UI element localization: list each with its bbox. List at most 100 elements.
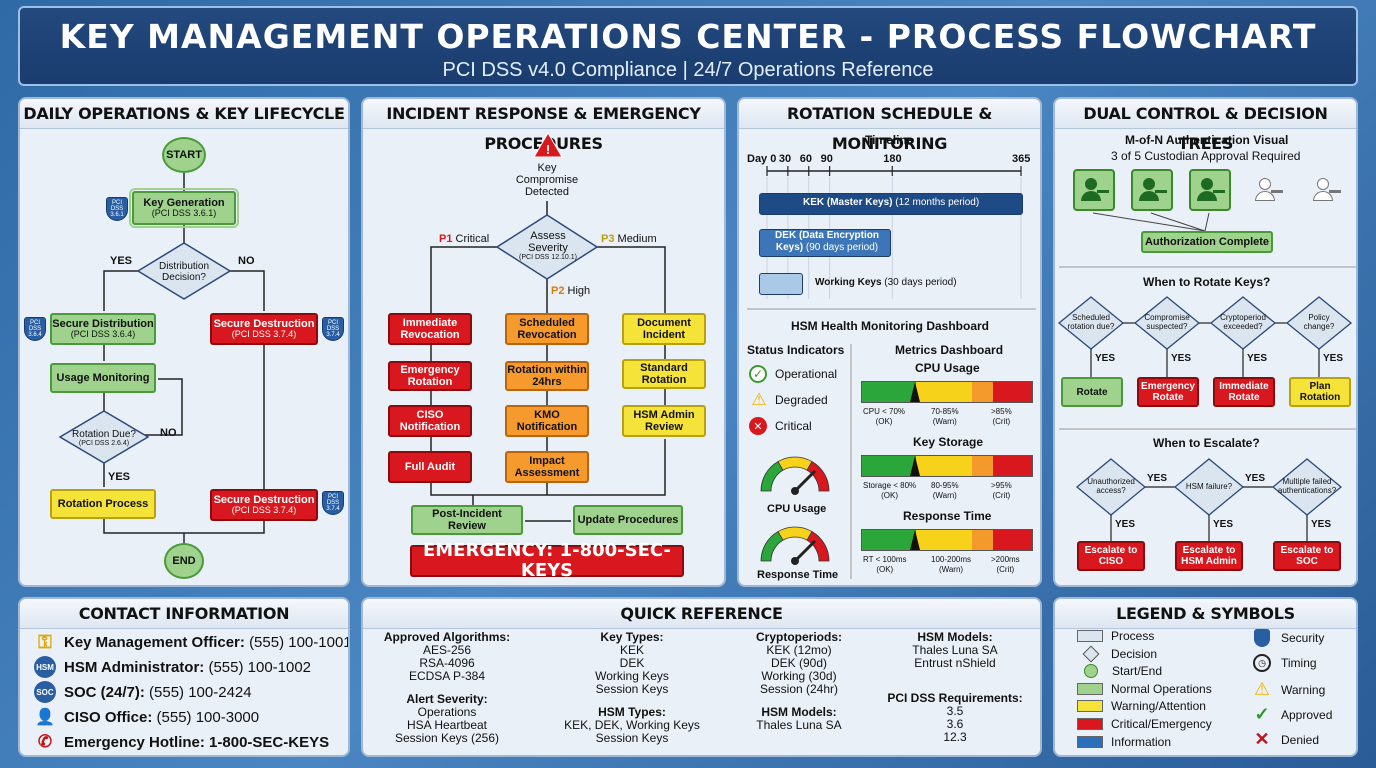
- legend-panel-title: LEGEND & SYMBOLS: [1055, 599, 1356, 629]
- escalate-across-yes-1: YES: [1245, 473, 1266, 484]
- check-icon: ✓: [1254, 704, 1270, 724]
- status-critical: ✕ Critical: [749, 417, 812, 435]
- metric-label-2-2: >200ms(Crit): [991, 555, 1020, 575]
- contact-value[interactable]: 1-800-SEC-KEYS: [209, 733, 330, 751]
- custodian-approved: [1131, 169, 1173, 211]
- shield-icon: PCI DSS 3.7.4: [322, 491, 344, 515]
- qr-c4b-header: PCI DSS Requirements:: [887, 691, 1023, 705]
- contact-value[interactable]: (555) 100-2424: [149, 683, 252, 701]
- qr-c2b-1: Session Keys: [595, 731, 669, 745]
- auth-connector: [1092, 212, 1206, 232]
- custodian-pending: [1305, 169, 1347, 211]
- legend-label: Critical/Emergency: [1111, 717, 1212, 731]
- metric-label-1-0: Storage < 80%(OK): [863, 481, 916, 501]
- qr-c4b-0: 3.5: [946, 704, 964, 718]
- legend-label: Start/End: [1112, 664, 1163, 679]
- update-procedures-box: Update Procedures: [573, 505, 683, 535]
- contact-value[interactable]: (555) 100-3000: [156, 708, 260, 726]
- rotate-yes-1: YES: [1171, 353, 1192, 364]
- distribution-decision-label: Distribution Decision?: [158, 261, 210, 283]
- rt-gauge-label: Response Time: [757, 569, 839, 581]
- contact-value[interactable]: (555) 100-1002: [208, 658, 312, 676]
- p3-medium-label: P3 Medium: [601, 233, 657, 245]
- status-critical-label: Critical: [775, 419, 812, 433]
- contact-panel: CONTACT INFORMATION ⚿Key Management Offi…: [18, 597, 350, 757]
- person-head: [1317, 178, 1329, 190]
- soc-icon: SOC: [34, 681, 56, 703]
- rotation-bar-label-1: DEK (Data Encryption Keys) (90 days peri…: [765, 230, 889, 254]
- p3-tag: P3: [601, 233, 615, 245]
- distribution-decision-diamond: [136, 242, 232, 300]
- legend-swatch: [1077, 700, 1103, 713]
- status-degraded: ⚠ Degraded: [749, 390, 827, 409]
- qr-c3b-0: Thales Luna SA: [756, 718, 842, 732]
- legend-symbol-label: Security: [1281, 631, 1325, 645]
- metric-label-0-2: >85%(Crit): [991, 407, 1012, 427]
- rotate-action-3: Plan Rotation: [1289, 377, 1351, 407]
- contact-label: CISO Office:: [64, 708, 153, 726]
- qr-c1b-0: Operations: [417, 705, 477, 719]
- escalate-action-1: Escalate to HSM Admin: [1175, 541, 1243, 571]
- assess-severity-diamond: [495, 214, 599, 280]
- x-icon: ✕: [1254, 729, 1270, 749]
- gauge-segment: [760, 531, 784, 562]
- metric-bar-1: [861, 455, 1033, 477]
- check-icon: ✓: [749, 365, 767, 383]
- metric-segment: [993, 456, 1032, 476]
- metric-label-0-1: 70-85%(Warn): [931, 407, 959, 427]
- contact-value[interactable]: (555) 100-1001: [249, 633, 350, 651]
- scheduled-revocation-box: Scheduled Revocation: [505, 313, 589, 345]
- metric-range: 80-95%: [931, 481, 959, 490]
- rotate-title: When to Rotate Keys?: [1143, 275, 1271, 289]
- rotation-decision-diamond: [58, 410, 150, 464]
- escalate-title: When to Escalate?: [1153, 436, 1260, 450]
- custodian-approved: [1073, 169, 1115, 211]
- person-key-icon: [1079, 176, 1109, 204]
- legend-label: Decision: [1111, 646, 1158, 661]
- p1-critical-label: P1 Critical: [439, 233, 489, 245]
- gauge-needle: [793, 539, 817, 563]
- metric-title-2: Response Time: [903, 509, 992, 523]
- qr-c1-0: AES-256: [422, 643, 472, 657]
- standard-rotation-box: Standard Rotation: [622, 359, 706, 389]
- dual-panel-title: DUAL CONTROL & DECISION TREES: [1055, 99, 1356, 153]
- legend-symbol: ⚠Warning: [1251, 679, 1325, 700]
- key-shaft: [1329, 190, 1341, 193]
- assess-severity-box: Assess Severity (PCI DSS 12.10.1): [511, 229, 585, 263]
- qr-hsm-models: HSM Models: Thales Luna SA Entrust nShie…: [875, 631, 1035, 744]
- shield-icon: PCI DSS 3.7.4: [322, 317, 344, 341]
- qr-c2-2: Working Keys: [595, 669, 669, 683]
- shield-icon: [1251, 629, 1273, 647]
- legend-symbol-label: Denied: [1281, 732, 1320, 747]
- rotation-bar-name-1: DEK (Data Encryption Keys): [775, 230, 879, 253]
- legend-item: Start/End: [1077, 664, 1163, 679]
- no-label: NO: [238, 255, 255, 267]
- qr-c3-3: Session (24hr): [759, 682, 839, 696]
- metric-range: >85%: [991, 407, 1012, 416]
- timeline-tick-label: 90: [820, 153, 833, 165]
- incident-panel-title: INCIDENT RESPONSE & EMERGENCY PROCEDURES: [363, 99, 724, 153]
- cpu-gauge-label: CPU Usage: [767, 503, 827, 515]
- qr-c1-1: RSA-4096: [419, 656, 475, 670]
- qr-c2b-0: KEK, DEK, Working Keys: [564, 718, 700, 732]
- status-operational-label: Operational: [775, 367, 838, 381]
- metric-segment: [915, 382, 973, 402]
- metric-title-1: Key Storage: [913, 435, 984, 449]
- metric-state: (OK): [875, 417, 893, 426]
- secure-destruction-label-1: Secure Destruction: [213, 318, 315, 330]
- yes-label: YES: [110, 255, 133, 267]
- mofn-subtitle: 3 of 5 Custodian Approval Required: [1111, 149, 1301, 163]
- person-body: [1197, 191, 1217, 201]
- metric-segment: [915, 530, 973, 550]
- rotation-bar-period-0: (12 months period): [895, 197, 980, 208]
- legend-symbol: ✓Approved: [1251, 704, 1332, 725]
- qr-c3-1: DEK (90d): [770, 656, 828, 670]
- metric-segment: [972, 530, 994, 550]
- contact-row: ✆Emergency Hotline: 1-800-SEC-KEYS: [34, 731, 329, 753]
- full-audit-box: Full Audit: [388, 451, 472, 483]
- qr-c2-header: Key Types:: [600, 630, 664, 644]
- legend-item: Process: [1077, 629, 1154, 643]
- metric-label-2-0: RT < 100ms(OK): [863, 555, 907, 575]
- emergency-hotline-banner[interactable]: EMERGENCY: 1-800-SEC-KEYS: [410, 541, 684, 580]
